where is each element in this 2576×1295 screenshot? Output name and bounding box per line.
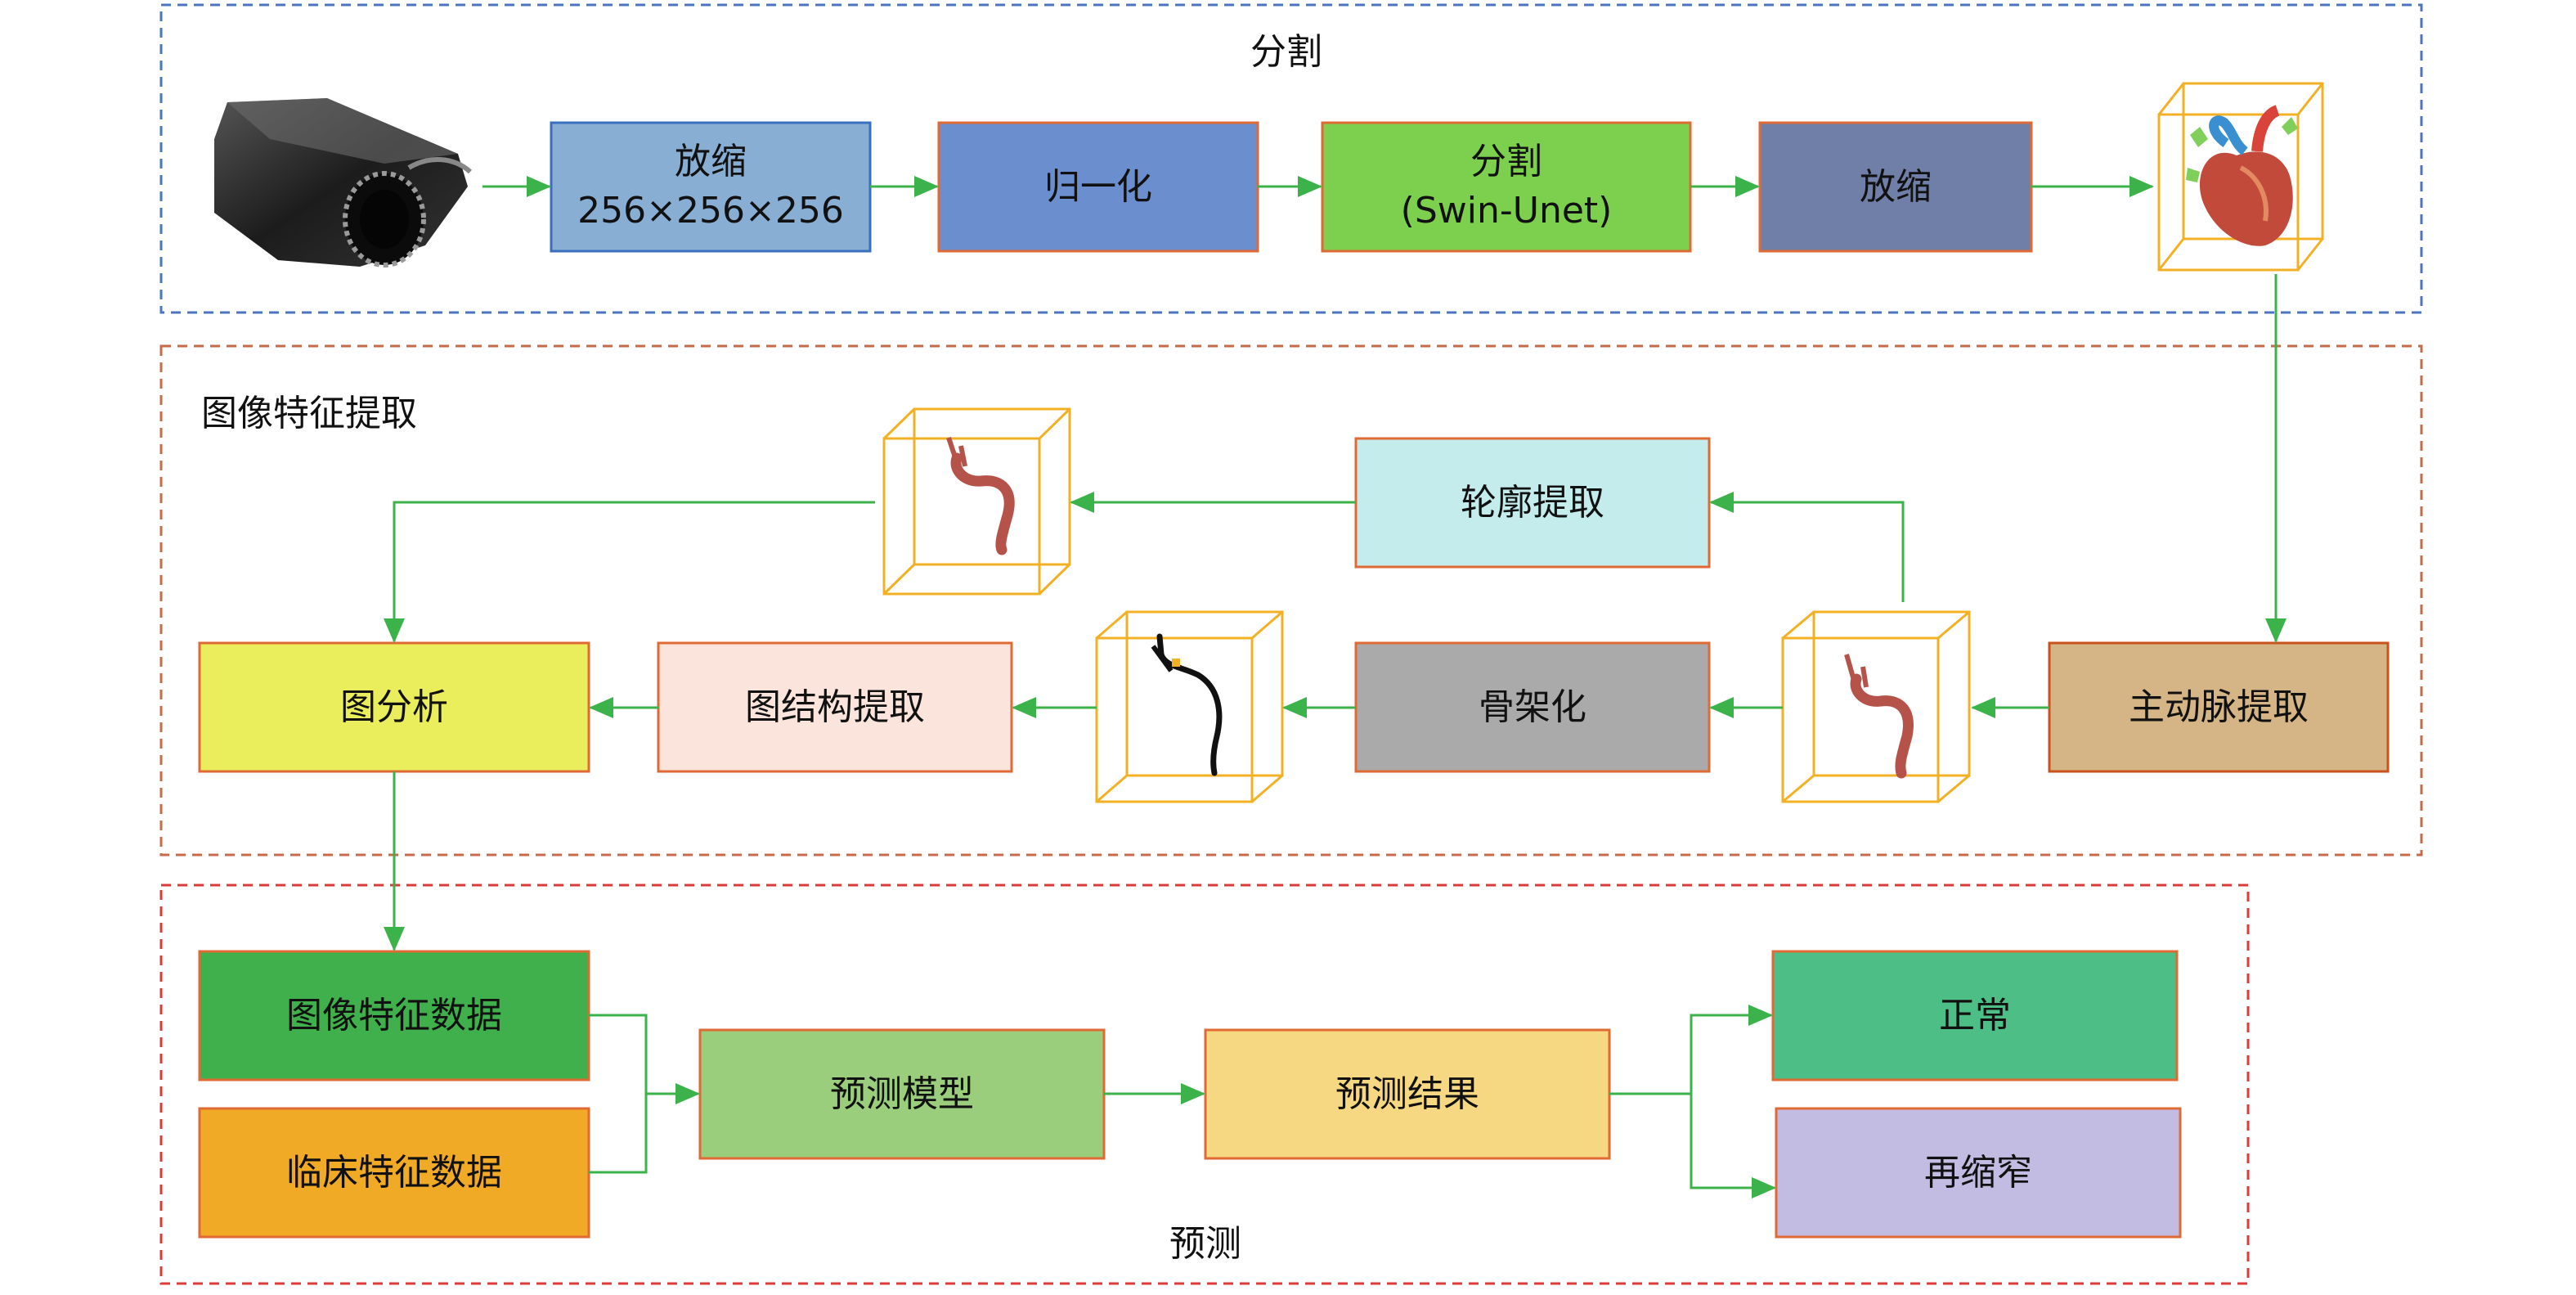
segmentation-frame [159,3,2423,314]
clinical-features-box: 临床特征数据 [198,1107,590,1239]
graph-analysis-box: 图分析 [198,641,590,773]
skeletonize-label: 骨架化 [1479,686,1586,728]
image-features-label: 图像特征数据 [286,995,502,1036]
scale-out-label: 放缩 [1860,166,1932,208]
arrow-result-to-normal [1690,1005,1773,1094]
arrow-contourcube-to-analysis [384,501,875,643]
predict-result-label: 预测结果 [1335,1073,1479,1115]
skeletonize-box: 骨架化 [1354,641,1711,773]
normalize-box: 归一化 [937,121,1259,253]
line-clinicalfeatures [589,1094,648,1174]
contour-extract-box: 轮廓提取 [1354,437,1711,569]
scale-in-box: 放缩 256×256×256 [550,121,872,253]
segment-line1: 分割 [1470,141,1542,182]
line-imagefeatures [589,1014,648,1094]
normal-box: 正常 [1771,950,2179,1081]
graph-struct-label: 图结构提取 [745,686,925,728]
segment-line2: (Swin-Unet) [1401,190,1613,232]
image-features-box: 图像特征数据 [198,950,590,1081]
contour-extract-label: 轮廓提取 [1461,482,1604,524]
connectors [384,176,2287,1198]
aorta-contour-image [882,407,1071,596]
restenosis-label: 再缩窄 [1924,1152,2032,1194]
segment-box: 分割 (Swin-Unet) [1321,121,1692,253]
restenosis-box: 再缩窄 [1775,1107,2182,1239]
clinical-features-label: 临床特征数据 [286,1152,502,1194]
feature-extraction-frame [159,344,2423,857]
aorta-3d-image [1781,610,1971,803]
ct-volume-image [214,98,473,268]
aorta-skeleton-image [1095,610,1284,803]
normalize-label: 归一化 [1044,166,1152,208]
predict-result-box: 预测结果 [1204,1028,1611,1160]
predict-model-label: 预测模型 [830,1073,974,1115]
scale-in-line1: 放缩 [675,141,747,182]
section-title-prediction: 预测 [1169,1223,1241,1265]
predict-model-box: 预测模型 [698,1028,1106,1160]
section-title-feature-extraction: 图像特征提取 [201,393,417,434]
normal-label: 正常 [1939,995,2011,1036]
aorta-extract-box: 主动脉提取 [2048,641,2390,773]
aorta-extract-label: 主动脉提取 [2129,686,2309,728]
graph-analysis-label: 图分析 [340,686,448,728]
heart-3d-image [2157,82,2324,272]
graph-struct-box: 图结构提取 [657,641,1013,773]
section-title-segmentation: 分割 [1250,31,1322,73]
scale-out-box: 放缩 [1758,121,2033,253]
scale-in-line2: 256×256×256 [577,190,844,232]
arrow-result-to-restenosis [1690,1094,1776,1198]
arrow-cube-to-contour [1709,492,1905,602]
